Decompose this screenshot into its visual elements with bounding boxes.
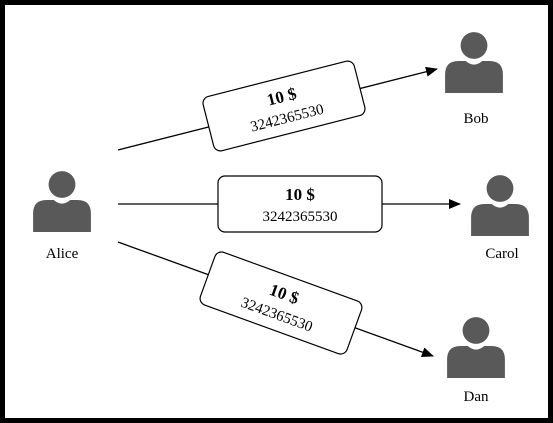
person-icon — [445, 32, 503, 93]
transaction-box-bob: 10 $ 3242365530 — [202, 60, 366, 152]
person-icon — [33, 171, 91, 232]
transaction-box-carol: 10 $ 3242365530 — [217, 175, 383, 233]
person-icon — [447, 317, 505, 378]
receiver-carol: Carol — [471, 175, 529, 262]
receiver-name: Carol — [485, 246, 518, 262]
receiver-bob: Bob — [445, 32, 503, 127]
sender-alice: Alice — [33, 171, 91, 262]
receiver-dan: Dan — [447, 317, 505, 405]
person-icon — [471, 175, 529, 236]
receiver-name: Bob — [463, 111, 488, 127]
receiver-name: Dan — [464, 389, 489, 405]
transaction-box-dan: 10 $ 3242365530 — [199, 251, 363, 355]
transaction-id: 3242365530 — [263, 209, 338, 225]
sender-name: Alice — [46, 246, 79, 262]
transaction-amount: 10 $ — [285, 185, 315, 204]
